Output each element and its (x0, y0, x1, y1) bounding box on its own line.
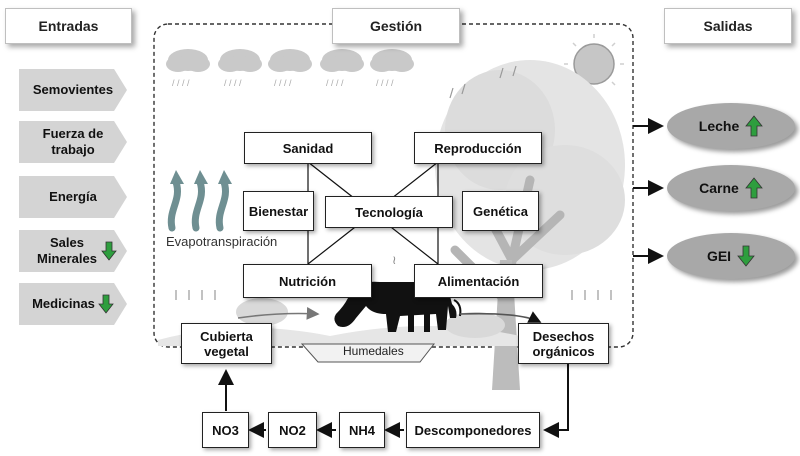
input-fuerza-de-trabajo: Fuerza de trabajo (19, 121, 127, 163)
input-sales-minerales: Sales Minerales (19, 230, 127, 272)
inputs-title: Entradas (5, 8, 132, 44)
box-genetica: Genética (462, 191, 539, 231)
box-reproduccion: Reproducción (414, 132, 542, 164)
input-label: Fuerza de trabajo (42, 126, 104, 157)
management-title: Gestión (332, 8, 460, 44)
output-gei: GEI (667, 233, 795, 279)
output-label: Carne (699, 180, 739, 196)
box-no3: NO3 (202, 412, 249, 448)
svg-text:/ / / /: / / / / (376, 78, 394, 88)
box-sanidad: Sanidad (244, 132, 372, 164)
outputs-title: Salidas (664, 8, 792, 44)
rain-clouds: / / / / / / / / / / / / / / / / / / / / (166, 49, 414, 88)
up-arrow-icon (745, 115, 764, 137)
box-alimentacion: Alimentación (414, 264, 543, 298)
box-nh4: NH4 (339, 412, 385, 448)
input-energia: Energía (19, 176, 127, 218)
evapotranspiration-label: Evapotranspiración (166, 234, 278, 249)
down-arrow-icon (737, 245, 755, 267)
down-arrow-icon (98, 294, 114, 314)
svg-text:/ / / /: / / / / (326, 78, 344, 88)
input-semovientes: Semovientes (19, 69, 127, 111)
box-bienestar: Bienestar (243, 191, 314, 231)
svg-text:/ / / /: / / / / (172, 78, 190, 88)
box-tecnologia: Tecnología (325, 196, 453, 228)
output-carne: Carne (667, 165, 795, 211)
box-nutricion: Nutrición (243, 264, 372, 298)
input-label: Medicinas (32, 296, 95, 311)
box-no2: NO2 (268, 412, 317, 448)
input-label: Sales Minerales (37, 235, 97, 266)
vapor-arrows (175, 65, 612, 300)
input-medicinas: Medicinas (19, 283, 127, 325)
input-label: Energía (49, 189, 97, 204)
svg-text:/ / / /: / / / / (224, 78, 242, 88)
svg-text:≀: ≀ (392, 253, 397, 267)
output-leche: Leche (667, 103, 795, 149)
output-label: Leche (698, 118, 740, 134)
box-descomponedores: Descomponedores (406, 412, 540, 448)
evapotranspiration-arrow-icon (167, 178, 229, 232)
wetlands-basin (300, 343, 436, 363)
svg-text:/ / / /: / / / / (274, 78, 292, 88)
output-label: GEI (706, 248, 732, 264)
box-desechos-organicos: Desechos orgánicos (518, 323, 609, 364)
input-label: Semovientes (32, 82, 114, 97)
down-arrow-icon (101, 241, 117, 261)
box-cubierta-vegetal: Cubierta vegetal (181, 323, 272, 364)
wetlands-label: Humedales (343, 344, 404, 358)
up-arrow-icon (745, 177, 763, 199)
